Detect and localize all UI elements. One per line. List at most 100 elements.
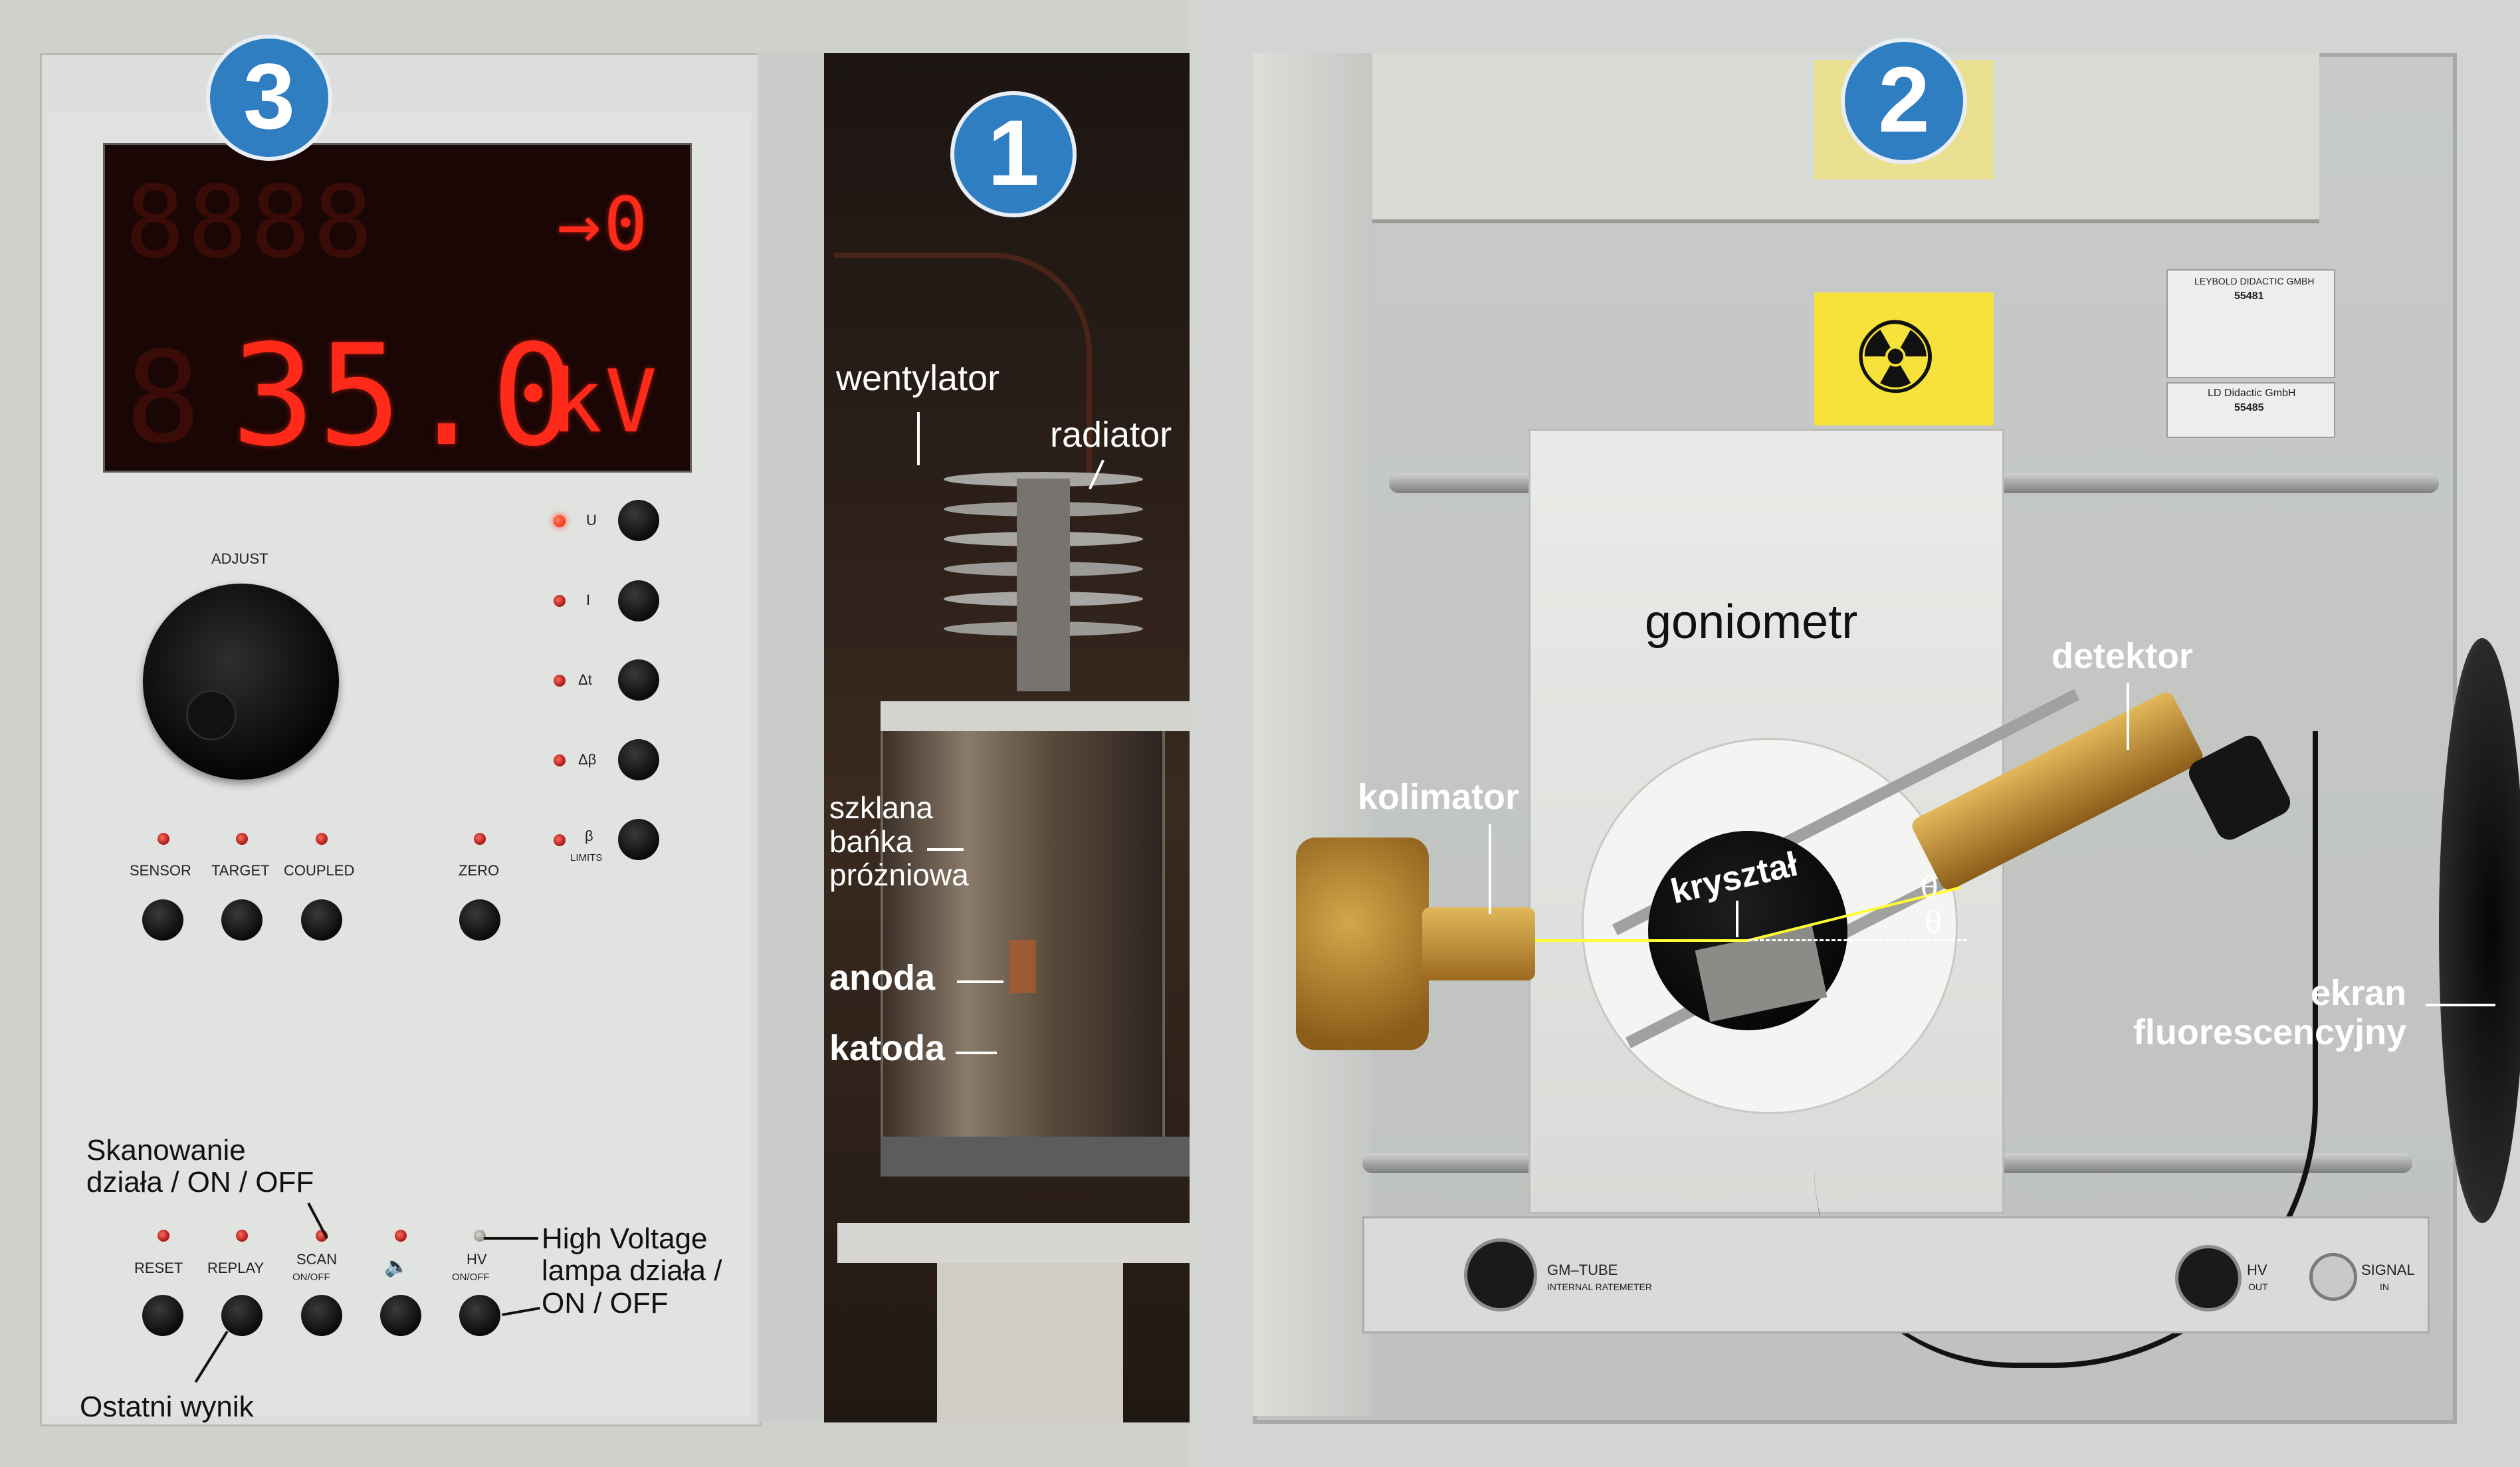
screen-pointer [2426,1004,2495,1006]
hv-out-label: HV [2247,1262,2267,1278]
led-i [554,595,566,607]
key-hv-label: HV [467,1251,487,1268]
led-replay [236,1230,248,1242]
key-scan-label: SCAN [296,1251,338,1268]
gm-tube-label: GM–TUBE [1547,1262,1618,1278]
key-db-button[interactable] [618,739,659,780]
hv-annotation: High Voltage lampa działa / ON / OFF [542,1222,722,1319]
gm-tube-socket[interactable] [1464,1238,1537,1311]
key-beta-label: β [585,828,593,844]
display-top-unit: →0 [557,181,651,267]
hv-pointer [484,1237,538,1240]
hv-annotation-line2: lampa działa / [542,1254,722,1288]
badge-three: 3 [206,35,332,161]
bulb-label: szklana bańka próżniowa [829,791,969,892]
led-coupled [316,833,328,845]
bulb-bottom-plate [881,1137,1190,1177]
screen-label: ekran fluorescencyjny [2121,973,2407,1053]
key-sound-button[interactable] [380,1295,421,1336]
glass-bulb [881,718,1165,1149]
led-db [554,754,566,766]
tube-section: 1 wentylator radiator szklana bańka próż… [758,53,1190,1422]
adjust-knob[interactable] [143,584,339,780]
key-beta-sub: LIMITS [570,852,603,863]
key-sensor-button[interactable] [142,899,183,941]
key-hv-sub: ON/OFF [452,1272,490,1283]
key-hv-button[interactable] [459,1295,500,1336]
fan-label: wentylator [836,358,1000,398]
radiator-core [1017,479,1070,691]
key-scan-button[interactable] [301,1295,342,1336]
led-zero [474,833,486,845]
adjust-knob-grip [186,690,237,740]
goniometer-label: goniometr [1645,596,1858,649]
theta-label-1: θ [1921,871,1939,905]
bulb-label-line3: próżniowa [829,857,969,893]
bulb-pointer [927,848,964,851]
led-dt [554,675,566,687]
xray-beam-incident [1535,939,1748,942]
display-main-unit: kV [550,351,660,452]
collimator-neck [1422,907,1535,980]
led-reset [158,1230,169,1242]
led-sensor [158,833,169,845]
plate2-num: 55485 [2234,402,2264,413]
key-dt-label: Δt [578,671,592,688]
last-result-annotation: Ostatni wynik [80,1391,254,1423]
radiation-warning-sign: ☢ [1814,292,1994,425]
led-beta [554,834,566,846]
key-zero-button[interactable] [459,899,500,941]
badge-two: 2 [1841,38,1967,164]
key-beta-button[interactable] [618,819,659,860]
key-reset-label: RESET [134,1260,183,1276]
key-coupled-button[interactable] [301,899,342,941]
scan-annotation: Skanowanie działa / ON / OFF [86,1134,314,1199]
scan-annotation-line1: Skanowanie [86,1134,246,1167]
radiation-trefoil-icon: ☢ [1851,301,1941,417]
tube-base [837,1223,1190,1263]
plate1-title: LEYBOLD DIDACTIC GMBH [2194,276,2315,286]
rating-plate-2: LD Didactic GmbH 55485 [2166,382,2335,438]
led-display: 8888 →0 8 35.0 kV [103,143,692,477]
cathode-pointer [956,1052,997,1054]
key-scan-sub: ON/OFF [292,1272,330,1283]
hv-out-socket[interactable] [2175,1245,2242,1311]
tube-cable [834,253,1092,477]
screen-label-line2: fluorescencyjny [2133,1012,2407,1053]
key-db-label: Δβ [578,751,597,768]
key-replay-button[interactable] [221,1295,262,1336]
bulb-top-plate [881,701,1190,731]
gm-tube-sub: INTERNAL RATEMETER [1547,1282,1652,1292]
key-reset-button[interactable] [142,1295,183,1336]
radiator [944,472,1143,698]
bulb-label-line1: szklana [829,790,933,825]
led-hv [474,1230,486,1242]
collimator-cone [1296,838,1429,1050]
fluorescent-screen [2439,638,2520,1223]
bulb-label-line2: bańka [829,824,913,859]
key-dt-button[interactable] [618,659,659,701]
key-zero-label: ZERO [459,862,500,879]
key-target-button[interactable] [221,899,262,941]
signal-in-socket[interactable] [2309,1253,2357,1301]
chamber-left-wall [1253,53,1372,1416]
hv-annotation-line1: High Voltage [542,1222,708,1255]
theta-label-2: θ [1925,905,1942,939]
adjust-label: ADJUST [211,550,268,567]
key-u-button[interactable] [618,500,659,541]
key-i-label: I [586,592,591,608]
led-target [236,833,248,845]
key-u-label: U [586,512,597,528]
badge-one: 1 [950,91,1077,217]
key-i-button[interactable] [618,580,659,621]
led-sound [395,1230,407,1242]
signal-in-sub: IN [2380,1282,2389,1292]
cathode-label: katoda [829,1028,946,1068]
key-replay-label: REPLAY [207,1260,264,1276]
anode-pointer [957,980,1003,983]
chamber-base-panel: GM–TUBE INTERNAL RATEMETER HV OUT SIGNAL… [1362,1216,2430,1333]
fan-pointer [917,412,920,465]
detector-label: detektor [2051,636,2194,676]
screen-label-line1: ekran [2311,973,2407,1013]
tube-socket [937,1263,1123,1422]
